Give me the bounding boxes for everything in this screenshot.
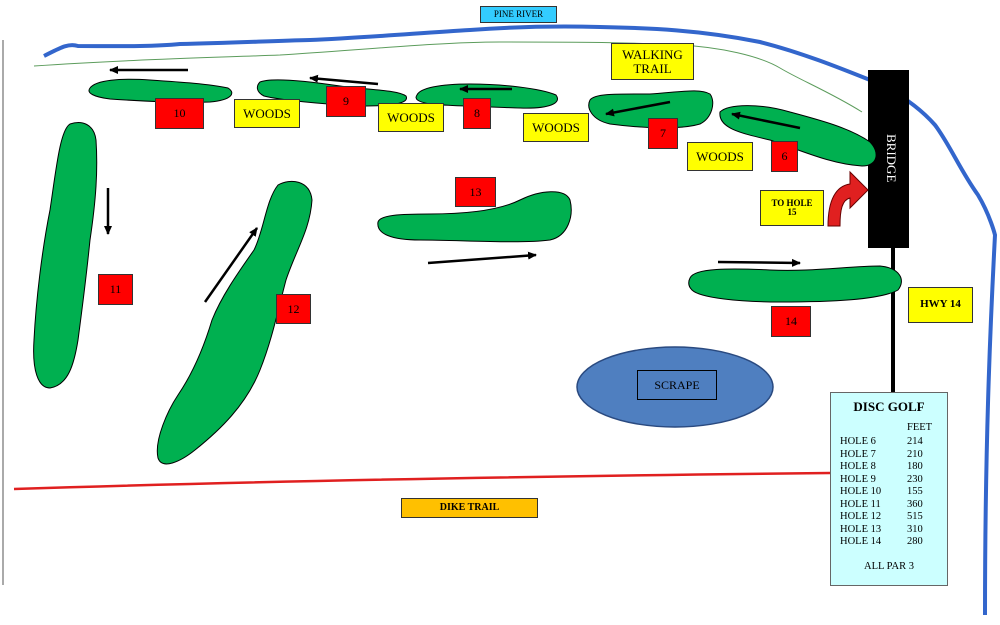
hole-marker-12: 12 <box>276 294 311 324</box>
arrow-6 <box>731 111 801 130</box>
pine-river <box>43 24 998 616</box>
walking-trail-line <box>33 41 863 113</box>
fairway-7 <box>588 90 714 129</box>
arrow-14 <box>717 258 801 267</box>
arrow-9 <box>309 74 379 86</box>
scrape-label: SCRAPE <box>637 370 717 400</box>
walking-trail-label: WALKING TRAIL <box>611 43 694 80</box>
hwy-14-label: HWY 14 <box>908 287 973 323</box>
arrow-7 <box>605 100 671 117</box>
legend-footer: ALL PAR 3 <box>864 561 914 572</box>
arrow-13 <box>427 251 537 265</box>
woods-label-1: WOODS <box>234 99 300 128</box>
scrape-pond <box>576 346 774 428</box>
hole-marker-14: 14 <box>771 306 811 337</box>
pine-river-label: PINE RIVER <box>480 6 557 23</box>
hole-marker-11: 11 <box>98 274 133 305</box>
to-hole-15-label: TO HOLE 15 <box>760 190 824 226</box>
hole-marker-7: 7 <box>648 118 678 149</box>
woods-label-3: WOODS <box>523 113 589 142</box>
arrow-12 <box>203 227 259 303</box>
fairway-13 <box>377 191 572 243</box>
legend-title: DISC GOLF <box>853 399 925 414</box>
fairway-12 <box>156 180 313 465</box>
hole-marker-10: 10 <box>155 98 204 129</box>
fairway-14 <box>688 265 902 303</box>
fairway-10 <box>88 78 233 103</box>
bridge-label: BRIDGE <box>884 134 899 182</box>
hole-marker-6: 6 <box>771 141 798 172</box>
hole-marker-13: 13 <box>455 177 496 207</box>
to-hole-15-arrow <box>827 170 869 227</box>
legend-unit-header: FEET <box>907 422 933 433</box>
hole-marker-9: 9 <box>326 86 366 117</box>
woods-label-2: WOODS <box>378 103 444 132</box>
woods-label-4: WOODS <box>687 142 753 171</box>
hole-marker-8: 8 <box>463 98 491 129</box>
dike-trail-label: DIKE TRAIL <box>401 498 538 518</box>
fairway-11 <box>33 122 98 389</box>
dike-trail-line <box>13 471 831 491</box>
